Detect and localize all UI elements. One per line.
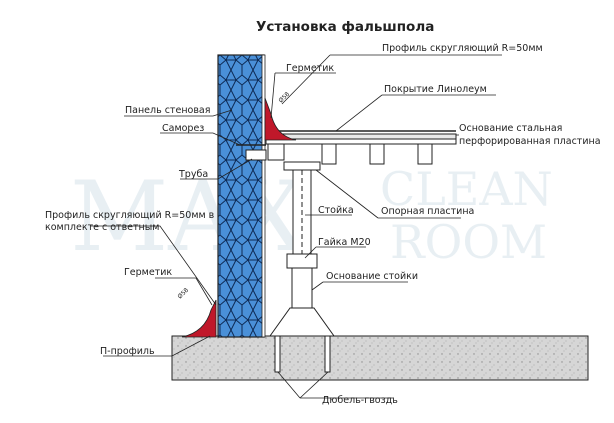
label-linoleum: Покрытие Линолеум xyxy=(384,84,487,95)
label-sealant-bottom: Герметик xyxy=(124,267,172,278)
label-nut: Гайка М20 xyxy=(318,237,371,248)
label-wall-panel: Панель стеновая xyxy=(125,105,210,116)
nut-m20 xyxy=(286,253,318,269)
leader-lines xyxy=(90,54,502,399)
label-post: Стойка xyxy=(318,205,354,216)
wall-panel xyxy=(217,54,265,338)
steel-base-plate xyxy=(265,133,457,145)
post-base xyxy=(269,267,335,337)
label-support-plate: Опорная пластина xyxy=(381,206,474,217)
floor-post xyxy=(292,169,312,271)
floor-tiles xyxy=(267,143,433,165)
watermark-brand: MAX xyxy=(70,161,306,273)
label-post-base: Основание стойки xyxy=(326,271,418,282)
label-screw: Саморез xyxy=(162,123,204,134)
label-sealant-top: Герметик xyxy=(286,63,334,74)
label-steel-base-1: Основание стальная xyxy=(459,123,562,134)
dimension-top: Ø58 xyxy=(277,91,291,105)
dimension-bottom: Ø58 xyxy=(176,287,190,301)
panel-skin xyxy=(261,54,266,338)
label-pipe: Труба xyxy=(178,169,208,180)
label-profile-rounding-bottom-2: комплекте с ответным xyxy=(45,222,159,233)
label-profile-rounding-top: Профиль скругляющий R=50мм xyxy=(382,43,543,54)
label-steel-base-2: перфорированная пластина xyxy=(459,136,601,147)
watermark-line2: ROOM xyxy=(390,215,547,269)
label-p-profile: П-профиль xyxy=(100,346,155,357)
pipe xyxy=(245,149,267,161)
diagram-title: Установка фальшпола xyxy=(256,19,434,35)
watermark-line1: CLEAN xyxy=(380,162,553,216)
label-dowel-nail: Дюбель-гвоздь xyxy=(322,395,398,406)
concrete-slab xyxy=(171,335,589,381)
support-plate xyxy=(283,161,321,171)
profile-rounding-bottom xyxy=(181,299,217,338)
label-profile-rounding-bottom-1: Профиль скругляющий R=50мм в xyxy=(45,210,215,221)
